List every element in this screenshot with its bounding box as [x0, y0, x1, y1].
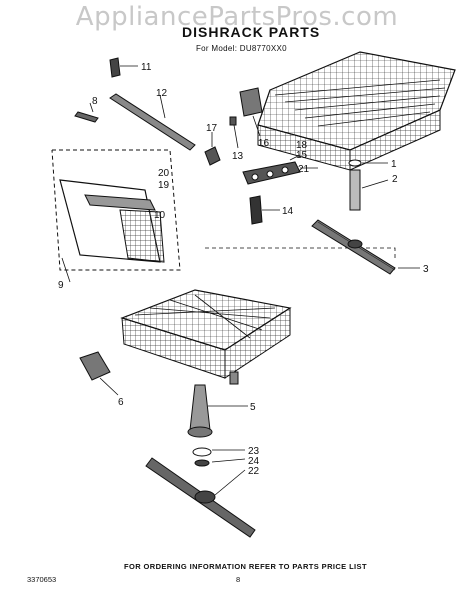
callout-11: 11	[141, 62, 152, 73]
callout-15: 15	[296, 150, 308, 161]
ordering-note: FOR ORDERING INFORMATION REFER TO PARTS …	[124, 562, 367, 571]
callout-10: 10	[154, 210, 166, 221]
part-21-roller-arm	[242, 154, 318, 185]
callout-23: 23	[248, 446, 260, 457]
part-17-stop	[204, 132, 221, 166]
lower-rack	[120, 289, 292, 379]
watermark: AppliancePartsPros.com	[75, 2, 399, 32]
callout-24: 24	[248, 456, 260, 467]
callout-13: 13	[232, 151, 244, 162]
page-number: 8	[236, 575, 241, 584]
callout-22: 22	[248, 466, 260, 477]
callout-5: 5	[250, 402, 256, 413]
part-14-clip	[249, 195, 280, 225]
upper-rack	[257, 51, 456, 171]
part-16-bracket	[239, 87, 263, 137]
callout-16: 16	[258, 138, 270, 149]
callout-12: 12	[156, 88, 168, 99]
part-11-hook	[109, 57, 138, 78]
callout-1: 1	[391, 159, 397, 170]
part-13-screw	[229, 116, 239, 149]
part-9-dashed-group	[51, 149, 181, 283]
callout-21: 21	[298, 164, 310, 175]
part-cap	[229, 371, 239, 385]
lower-spray-assembly	[145, 384, 256, 538]
upper-spray-assembly	[311, 159, 420, 275]
callout-8: 8	[92, 96, 98, 107]
callout-9: 9	[58, 280, 64, 291]
part-8-clip	[74, 102, 99, 123]
model-line: For Model: DU8770XX0	[196, 44, 287, 53]
part-12-rail	[109, 93, 196, 151]
page-title: DISHRACK PARTS	[182, 24, 321, 40]
callout-2: 2	[392, 174, 398, 185]
callout-6: 6	[118, 397, 124, 408]
callout-19: 19	[158, 180, 170, 191]
part-6-roller	[79, 351, 119, 396]
callout-17: 17	[206, 123, 218, 134]
assembly-line	[205, 247, 396, 260]
callout-20: 20	[158, 168, 170, 179]
callout-18: 18	[296, 140, 308, 151]
callout-3: 3	[423, 264, 429, 275]
callout-14: 14	[282, 206, 294, 217]
document-number: 3370653	[27, 575, 57, 584]
